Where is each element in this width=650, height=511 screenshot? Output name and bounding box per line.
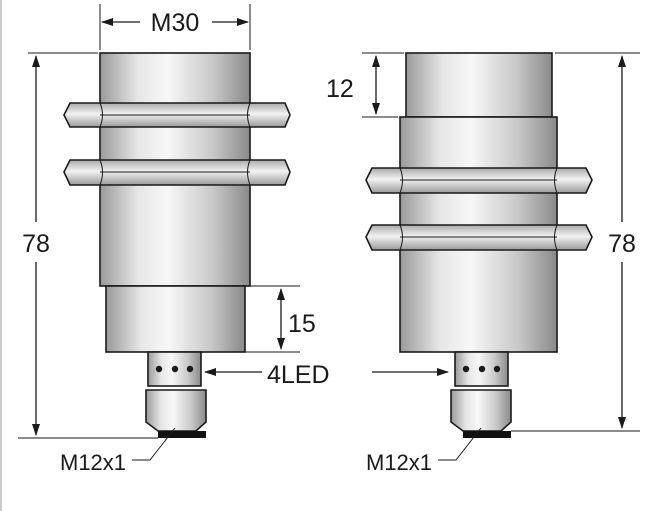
led-label: 4LED [267,361,330,389]
sensor-right-connector-tip [463,431,511,438]
sensor-right [365,52,593,438]
dim-cap-length-label: 15 [288,310,316,338]
dim-diameter-label: M30 [151,9,200,37]
sensor-left-led-dots [155,365,194,373]
sensor-left [63,52,291,438]
dim-length-left-label: 78 [22,230,50,258]
connector-left-label: M12x1 [60,450,126,475]
dim-front-length-label: 12 [326,75,354,103]
connector-right-label: M12x1 [366,450,432,475]
sensor-right-front [405,52,553,118]
sensor-left-connector [145,389,207,432]
sensor-right-connector [450,389,512,432]
sensor-left-cap [105,285,246,353]
dim-length-right-label: 78 [608,230,636,258]
sensor-left-connector-tip [158,431,206,438]
sensor-right-led-dots [462,365,501,373]
